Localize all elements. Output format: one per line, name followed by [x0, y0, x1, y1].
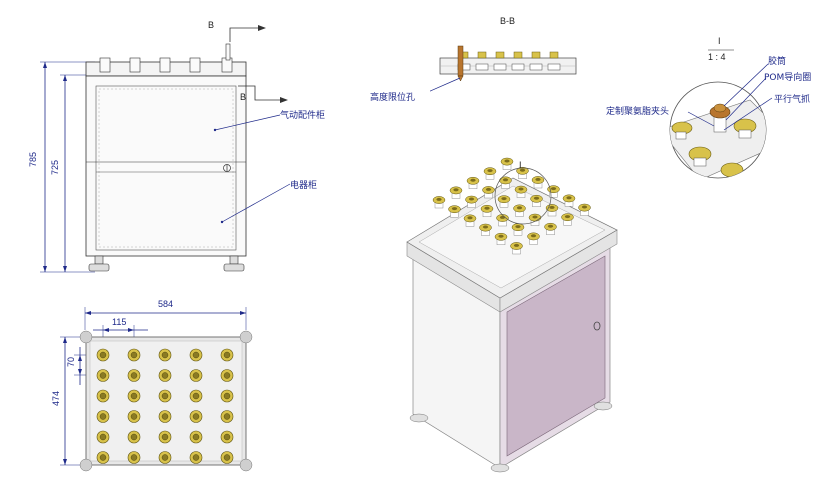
top-fitting — [127, 451, 141, 464]
section-marker-side: B — [240, 92, 247, 102]
top-fitting — [127, 410, 141, 423]
label-pneumatic-cabinet: 气动配件柜 — [280, 111, 326, 121]
top-fitting — [220, 451, 234, 464]
top-fitting — [127, 430, 141, 444]
iso-fitting — [432, 196, 446, 209]
iso-fitting — [561, 213, 574, 226]
top-fitting — [127, 389, 141, 403]
iso-fitting — [513, 204, 526, 217]
top-fitting — [127, 369, 141, 382]
label-parallel-gripper: 平行气抓 — [774, 95, 811, 105]
top-fitting — [158, 430, 172, 444]
top-fitting — [158, 348, 172, 362]
dim-pitch-x: 115 — [112, 317, 127, 327]
iso-fitting-grid — [432, 157, 591, 255]
iso-fitting — [527, 232, 540, 245]
top-fitting — [96, 369, 110, 382]
section-title: B-B — [500, 16, 516, 26]
iso-fitting — [482, 186, 495, 199]
top-fitting — [220, 348, 234, 362]
iso-fitting — [465, 195, 478, 208]
dim-height-body: 725 — [50, 160, 60, 176]
top-view-drawing — [60, 307, 253, 472]
top-fitting — [220, 410, 234, 423]
label-rubber-cylinder: 胶筒 — [768, 57, 787, 67]
iso-fitting — [448, 205, 461, 218]
iso-fitting — [479, 223, 492, 236]
label-pu-clamp: 定制聚氨脂夹头 — [606, 107, 670, 117]
iso-fitting — [480, 204, 494, 217]
iso-fitting — [530, 194, 543, 207]
iso-fitting — [497, 195, 511, 208]
section-marker-top: B — [208, 20, 215, 30]
front-view: 785 725 B B 气动配件柜 电器柜 — [0, 0, 340, 290]
label-pom-guide-ring: POM导向圈 — [764, 73, 812, 83]
iso-fitting — [510, 242, 523, 255]
top-fitting — [189, 451, 203, 464]
iso-fitting — [449, 186, 463, 199]
iso-view: I — [395, 150, 635, 488]
iso-fitting — [544, 222, 557, 236]
iso-fitting — [500, 157, 514, 170]
top-fitting — [158, 389, 172, 403]
top-view: 584 115 70 474 — [0, 295, 300, 488]
iso-detail-marker: I — [519, 160, 522, 170]
iso-fitting — [494, 232, 508, 246]
iso-fitting — [511, 223, 525, 236]
dim-height-total: 785 — [28, 152, 38, 168]
iso-fitting — [463, 214, 477, 227]
top-fitting — [158, 369, 172, 382]
iso-fitting — [562, 194, 576, 207]
top-fitting — [127, 348, 141, 362]
top-fitting — [96, 430, 110, 444]
iso-fitting — [514, 185, 528, 198]
top-fitting — [96, 348, 110, 362]
top-fitting — [189, 369, 203, 382]
top-fitting — [189, 410, 203, 423]
iso-fitting — [578, 203, 591, 216]
top-fitting — [96, 410, 110, 423]
iso-fitting — [531, 176, 545, 189]
iso-fitting — [466, 176, 480, 189]
top-fitting — [189, 389, 203, 403]
top-fitting — [189, 430, 203, 444]
detail-view: I 1 : 4 胶筒 POM导向圈 — [600, 30, 832, 190]
dim-pitch-y: 70 — [66, 357, 76, 368]
detail-id: I — [718, 36, 721, 46]
top-fitting — [220, 430, 234, 444]
iso-fitting — [496, 214, 509, 227]
front-view-drawing — [40, 25, 291, 273]
top-fitting — [96, 389, 110, 403]
iso-fitting — [483, 167, 497, 180]
top-fitting — [158, 410, 172, 423]
top-fitting-grid — [96, 348, 234, 464]
label-height-limit-hole: 高度限位孔 — [370, 93, 416, 103]
top-fitting — [220, 369, 234, 382]
top-fitting — [189, 348, 203, 362]
dim-width: 584 — [158, 299, 174, 309]
detail-drawing — [669, 49, 773, 179]
section-view: B-B 高度限位孔 — [370, 10, 590, 110]
dim-depth: 474 — [51, 391, 61, 407]
iso-fitting — [516, 166, 529, 179]
iso-drawing — [406, 157, 618, 473]
top-fitting — [96, 451, 110, 464]
iso-fitting — [545, 204, 559, 217]
section-drawing — [427, 45, 577, 93]
top-fitting — [220, 389, 234, 403]
top-fitting — [158, 451, 172, 464]
detail-scale: 1 : 4 — [708, 52, 726, 62]
label-electric-cabinet: 电器柜 — [290, 181, 318, 191]
